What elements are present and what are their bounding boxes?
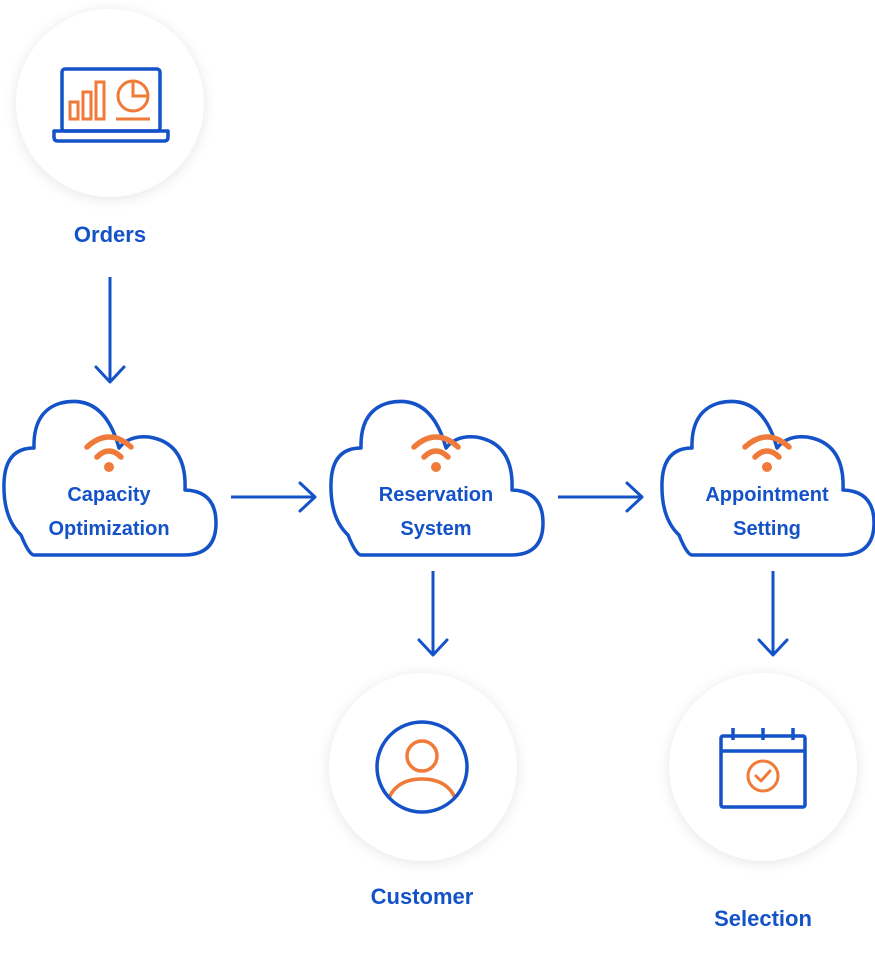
orders-node	[16, 9, 204, 197]
selection-node	[669, 673, 857, 861]
selection-label: Selection	[714, 906, 812, 931]
capacity-optimization-line1: Capacity	[67, 484, 151, 506]
reservation-system-line1: Reservation	[378, 484, 494, 506]
capacity-optimization-line2: Optimization	[48, 518, 170, 540]
customer-label: Customer	[370, 884, 474, 909]
appointment-setting-line1: Appointment	[705, 484, 829, 506]
customer-node	[329, 673, 517, 861]
reservation-system-label: Reservation System	[336, 478, 536, 546]
calendar-check-icon	[719, 728, 807, 809]
orders-label: Orders	[73, 222, 147, 247]
arrow-orders-to-capacity	[94, 277, 126, 384]
laptop-chart-icon	[52, 67, 170, 143]
arrow-reservation-to-appointment	[558, 481, 644, 513]
capacity-optimization-label: Capacity Optimization	[9, 478, 209, 546]
arrow-capacity-to-reservation	[231, 481, 317, 513]
arrow-reservation-to-customer	[417, 571, 449, 657]
arrow-appointment-to-selection	[757, 571, 789, 657]
reservation-system-line2: System	[400, 518, 472, 540]
appointment-setting-label: Appointment Setting	[667, 478, 867, 546]
appointment-setting-line2: Setting	[733, 518, 801, 540]
user-icon	[375, 720, 469, 814]
